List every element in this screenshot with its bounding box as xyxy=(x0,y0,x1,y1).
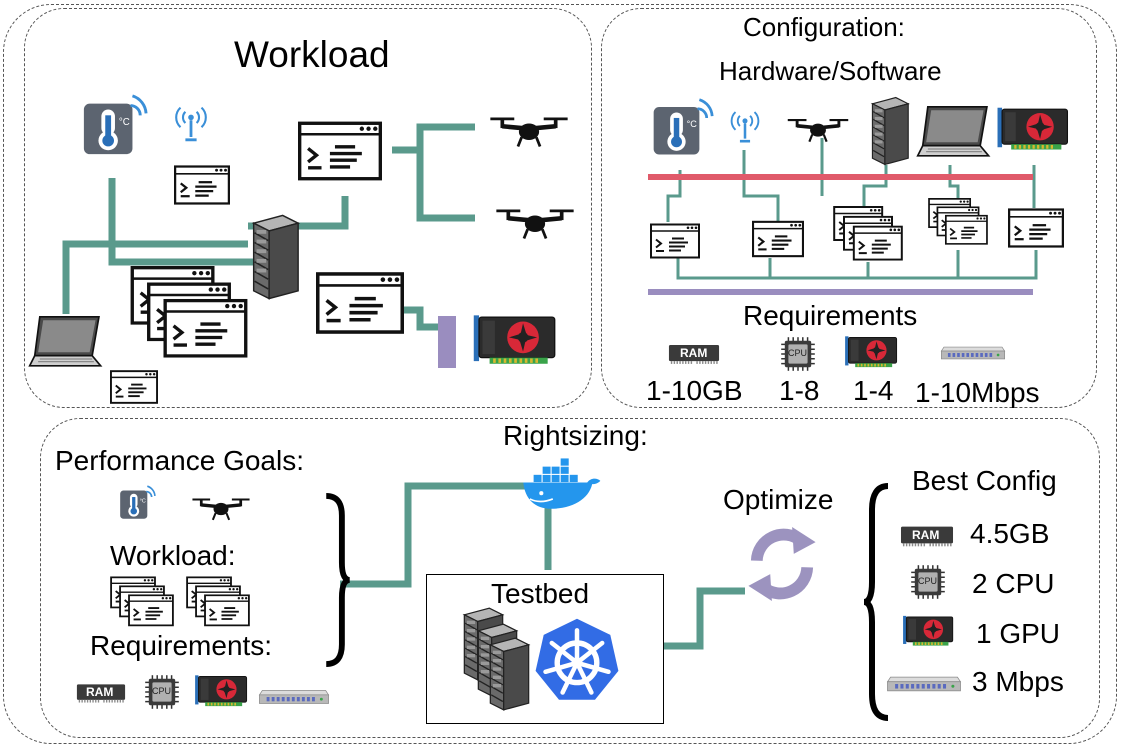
terminal-icon xyxy=(298,120,382,182)
best-config-title: Best Config xyxy=(912,465,1057,496)
ram-icon: RAM xyxy=(76,680,126,706)
best-config-cpu-value: 2 CPU xyxy=(972,568,1055,599)
laptop-icon xyxy=(916,100,992,166)
cpu-icon: CPU xyxy=(910,564,946,600)
kubernetes-icon xyxy=(532,616,622,706)
drone-icon xyxy=(186,490,256,524)
outer-frame xyxy=(3,4,1117,744)
testbed-label: Testbed xyxy=(491,578,590,609)
gpu-icon xyxy=(194,668,250,714)
network-switch-icon xyxy=(258,686,330,708)
ram-icon: RAM xyxy=(668,341,720,367)
workload-label: Workload: xyxy=(110,540,236,571)
workload-panel xyxy=(24,8,592,408)
performance-goals-label: Performance Goals: xyxy=(55,445,304,476)
drone-icon xyxy=(486,198,584,244)
cpu-chip-label: CPU xyxy=(918,576,938,586)
terminal-icon xyxy=(752,220,804,258)
thermometer-icon xyxy=(118,484,156,522)
thermometer-icon xyxy=(650,96,714,160)
terminal-icon xyxy=(1008,208,1064,248)
cpu-icon: CPU xyxy=(144,674,180,710)
hardware-bus xyxy=(648,174,1033,180)
terminal-icon xyxy=(316,272,404,334)
workload-title: Workload xyxy=(234,34,390,75)
best-config-gpu-value: 1 GPU xyxy=(976,618,1061,649)
drone-icon xyxy=(780,110,856,146)
cpu-chip-label: CPU xyxy=(788,348,808,358)
laptop-icon xyxy=(28,312,104,374)
antenna-icon xyxy=(170,102,212,144)
config-title-line1: Configuration: xyxy=(743,12,905,42)
terminal-stack-icon xyxy=(928,196,988,248)
network-switch-icon xyxy=(886,672,962,696)
gpu-icon xyxy=(902,610,956,652)
software-bus xyxy=(648,289,1033,295)
terminal-stack-icon xyxy=(130,266,248,360)
ram-range: 1-10GB xyxy=(646,375,743,406)
server-icon xyxy=(244,212,302,302)
optimize-label: Optimize xyxy=(723,484,834,515)
config-title-line2: Hardware/Software xyxy=(719,56,942,86)
terminal-icon xyxy=(174,164,230,206)
requirements-label: Requirements: xyxy=(90,630,273,661)
rightsizing-title: Rightsizing: xyxy=(503,420,648,451)
ram-chip-label: RAM xyxy=(86,685,114,699)
network-range: 1-10Mbps xyxy=(915,377,1040,408)
cpu-range: 1-8 xyxy=(779,375,820,406)
cpu-icon: CPU xyxy=(780,336,816,372)
gpu-range: 1-4 xyxy=(853,375,894,406)
accelerator-link xyxy=(438,316,456,368)
gpu-icon xyxy=(996,96,1072,162)
terminal-icon xyxy=(110,370,158,404)
best-config-ram-value: 4.5GB xyxy=(970,518,1050,549)
ram-chip-label: RAM xyxy=(680,346,708,360)
terminal-stack-icon xyxy=(110,576,174,628)
drone-icon xyxy=(480,106,578,152)
best-config-network-value: 3 Mbps xyxy=(972,666,1064,697)
ram-icon: RAM xyxy=(900,522,954,550)
left-brace xyxy=(322,492,352,668)
cpu-chip-label: CPU xyxy=(152,686,172,696)
optimize-cycle-icon xyxy=(740,522,824,606)
terminal-stack-icon xyxy=(832,206,904,262)
gpu-icon xyxy=(844,330,900,374)
server-stack-icon xyxy=(463,607,530,711)
ram-chip-label: RAM xyxy=(912,528,940,542)
requirements-title: Requirements xyxy=(743,300,918,331)
config-panel xyxy=(601,8,1097,408)
network-switch-icon xyxy=(940,342,1006,364)
server-icon xyxy=(864,96,912,166)
antenna-icon xyxy=(726,104,764,148)
rightsizing-panel xyxy=(40,418,1100,738)
terminal-stack-icon xyxy=(186,576,250,628)
terminal-icon xyxy=(650,222,700,260)
gpu-icon xyxy=(472,304,560,376)
thermometer-icon xyxy=(80,92,148,160)
docker-icon xyxy=(520,456,602,514)
